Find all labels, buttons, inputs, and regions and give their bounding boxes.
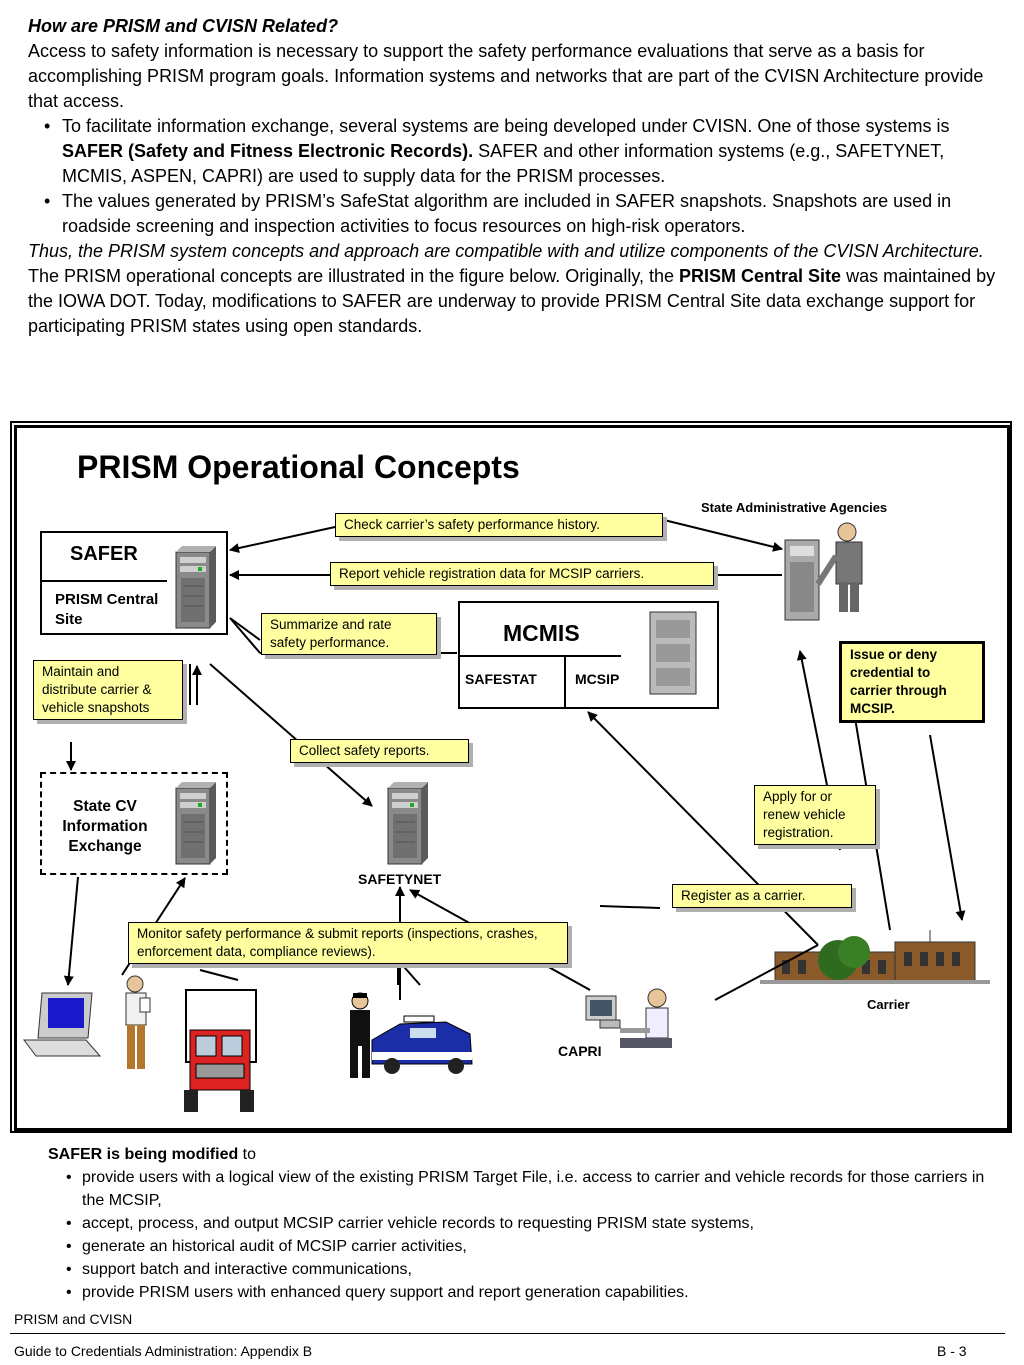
safer-modifications-section: SAFER is being modified to • provide user… bbox=[48, 1143, 998, 1304]
mcsip-label: MCSIP bbox=[575, 671, 620, 687]
safer-server-icon bbox=[175, 545, 217, 629]
computer-user-icon bbox=[585, 988, 672, 1048]
note-maintain: Maintain and distribute carrier & vehicl… bbox=[33, 660, 183, 720]
safer-label: SAFER bbox=[70, 543, 138, 565]
bullet-icon: • bbox=[44, 191, 51, 211]
list-item: • accept, process, and output MCSIP carri… bbox=[48, 1212, 998, 1235]
bullet-icon: • bbox=[66, 1169, 72, 1186]
note-summarize: Summarize and rate safety performance. bbox=[261, 613, 437, 655]
bullet-icon: • bbox=[66, 1284, 72, 1301]
police-officer-icon bbox=[350, 992, 370, 1078]
list-item: • generate an historical audit of MCSIP c… bbox=[48, 1235, 998, 1258]
section-heading: How are PRISM and CVISN Related? bbox=[28, 16, 339, 36]
list-item-text: provide users with a logical view of the… bbox=[82, 1169, 985, 1209]
figure-inner-frame bbox=[14, 425, 1010, 1131]
note-register-carrier: Register as a carrier. bbox=[672, 884, 852, 908]
list-item: • The values generated by PRISM’s SafeSt… bbox=[28, 189, 1003, 239]
figure-title: PRISM Operational Concepts bbox=[77, 449, 520, 485]
note-apply-renew: Apply for or renew vehicle registration. bbox=[754, 785, 876, 845]
figure-outer-frame bbox=[10, 421, 1012, 1133]
truck-icon bbox=[184, 989, 257, 1112]
note-monitor: Monitor safety performance & submit repo… bbox=[128, 922, 568, 964]
safetynet-label: SAFETYNET bbox=[358, 871, 442, 887]
safer-modified-lead: SAFER is being modified to bbox=[48, 1143, 998, 1166]
mcmis-divider-h bbox=[458, 655, 621, 657]
agency-server-icon bbox=[784, 539, 820, 621]
footer-doc-title: Guide to Credentials Administration: App… bbox=[14, 1343, 313, 1359]
mcmis-divider-v bbox=[564, 655, 566, 709]
safer-divider bbox=[40, 580, 167, 582]
list-item: • support batch and interactive communica… bbox=[48, 1258, 998, 1281]
note-report-registration: Report vehicle registration data for MCS… bbox=[330, 562, 714, 586]
state-cv-label: State CV Information Exchange bbox=[62, 798, 148, 855]
bullet-text: SAFER and other information systems (e.g… bbox=[62, 141, 945, 186]
para-bold-text: PRISM Central Site bbox=[679, 266, 842, 286]
mcmis-label: MCMIS bbox=[503, 620, 580, 646]
footer-divider bbox=[10, 1333, 1005, 1334]
list-item-text: provide PRISM users with enhanced query … bbox=[82, 1284, 689, 1301]
list-item-text: support batch and interactive communicat… bbox=[82, 1261, 412, 1278]
building-icon bbox=[760, 930, 990, 984]
note-issue-deny: Issue or deny credential to carrier thro… bbox=[839, 641, 985, 723]
italic-paragraph: Thus, the PRISM system concepts and appr… bbox=[28, 241, 984, 261]
page-number: B - 3 bbox=[937, 1343, 967, 1359]
intro-section: How are PRISM and CVISN Related? Access … bbox=[28, 14, 1003, 339]
state-agencies-label: State Administrative Agencies bbox=[701, 500, 888, 515]
laptop-icon bbox=[23, 992, 102, 1057]
state-cv-server-icon bbox=[175, 781, 217, 865]
inspector-person-icon bbox=[125, 975, 151, 1069]
police-car-icon bbox=[371, 1015, 473, 1074]
mcmis-server-icon bbox=[649, 611, 697, 695]
lead-bold: SAFER is being modified bbox=[48, 1146, 239, 1163]
para-text: was maintained by the IOWA DOT. Today, m… bbox=[28, 266, 996, 336]
intro-paragraph: Access to safety information is necessar… bbox=[28, 41, 984, 111]
bullet-text: The values generated by PRISM’s SafeStat… bbox=[62, 191, 952, 236]
capri-label: CAPRI bbox=[558, 1043, 602, 1059]
bullet-icon: • bbox=[66, 1261, 72, 1278]
intro-paragraph-3: The PRISM operational concepts are illus… bbox=[28, 264, 1003, 339]
lead-rest: to bbox=[238, 1146, 257, 1163]
safestat-label: SAFESTAT bbox=[465, 671, 537, 687]
list-item-text: accept, process, and output MCSIP carrie… bbox=[82, 1215, 754, 1232]
bullet-icon: • bbox=[44, 116, 51, 136]
bullet-icon: • bbox=[66, 1215, 72, 1232]
person-icon bbox=[815, 522, 863, 612]
para-text: The PRISM operational concepts are illus… bbox=[28, 266, 680, 286]
carrier-label: Carrier bbox=[867, 997, 910, 1012]
prism-central-label: PRISM Central Site bbox=[55, 591, 159, 628]
safetynet-server-icon bbox=[387, 781, 429, 865]
list-item-text: generate an historical audit of MCSIP ca… bbox=[82, 1238, 467, 1255]
bullet-icon: • bbox=[66, 1238, 72, 1255]
footer-section-title: PRISM and CVISN bbox=[14, 1311, 133, 1327]
list-item: • provide PRISM users with enhanced query… bbox=[48, 1281, 998, 1304]
list-item: • To facilitate information exchange, se… bbox=[28, 114, 1003, 189]
list-item: • provide users with a logical view of th… bbox=[48, 1166, 998, 1212]
note-collect-reports: Collect safety reports. bbox=[290, 739, 469, 763]
bullet-text: To facilitate information exchange, seve… bbox=[62, 116, 950, 136]
bullet-bold-text: SAFER (Safety and Fitness Electronic Rec… bbox=[62, 141, 474, 161]
note-check-history: Check carrier’s safety performance histo… bbox=[335, 513, 663, 537]
